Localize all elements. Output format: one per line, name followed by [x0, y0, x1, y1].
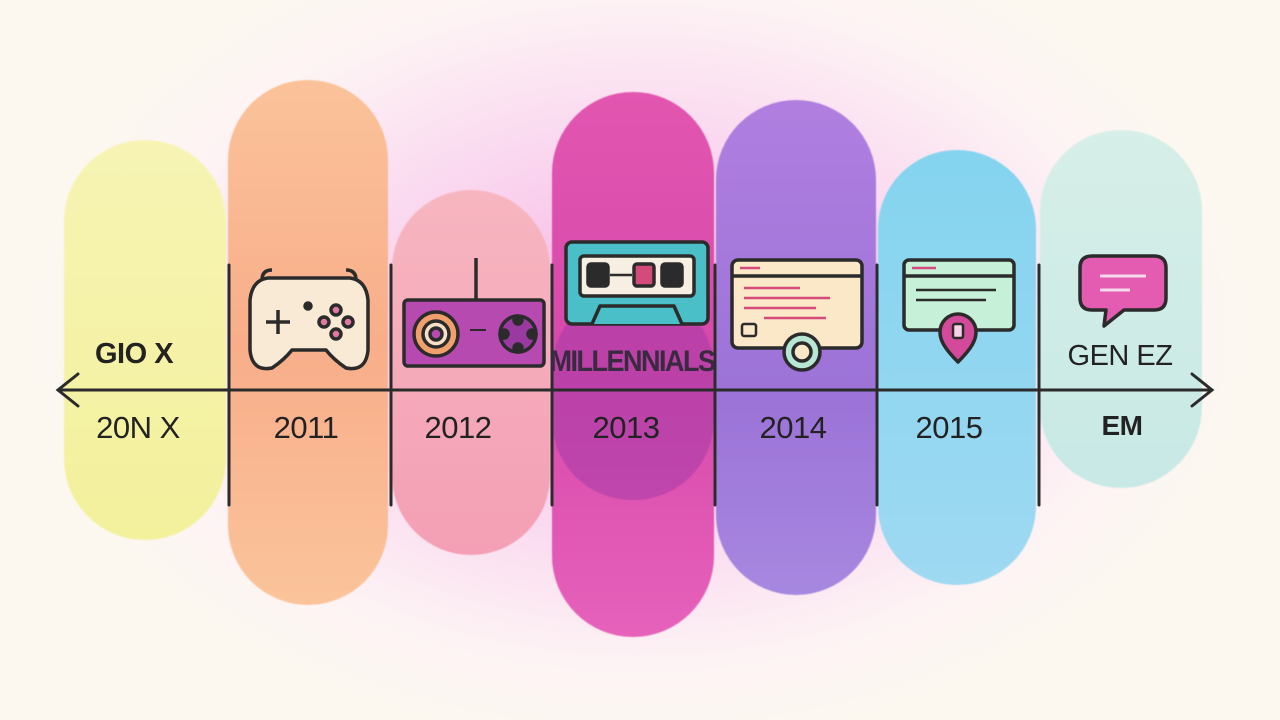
year-label: 2011 — [273, 410, 339, 445]
cassette-tape-icon — [564, 240, 710, 326]
pill-2015 — [878, 150, 1036, 585]
right-bottom-label: EM — [1101, 410, 1144, 441]
millennials-label: MILLENNIALS — [549, 344, 717, 378]
right-arrow-icon — [1190, 372, 1215, 408]
pill-gen-x — [64, 140, 226, 540]
chat-bubble-icon — [1078, 254, 1168, 328]
year-label: 2012 — [424, 410, 492, 445]
browser-window-icon — [730, 258, 864, 372]
left-bottom-label: 20N X — [96, 410, 180, 445]
pill-2012 — [392, 190, 550, 555]
location-window-icon — [902, 258, 1016, 364]
right-top-label: GEN EZ — [1067, 340, 1173, 372]
year-label: 2014 — [759, 410, 827, 445]
year-label: 2013 — [592, 410, 660, 445]
game-console-icon — [402, 258, 546, 368]
left-arrow-icon — [55, 372, 80, 408]
gamepad-icon — [248, 268, 370, 371]
left-top-label: GIO X — [94, 338, 174, 370]
year-label: 2015 — [915, 410, 983, 445]
